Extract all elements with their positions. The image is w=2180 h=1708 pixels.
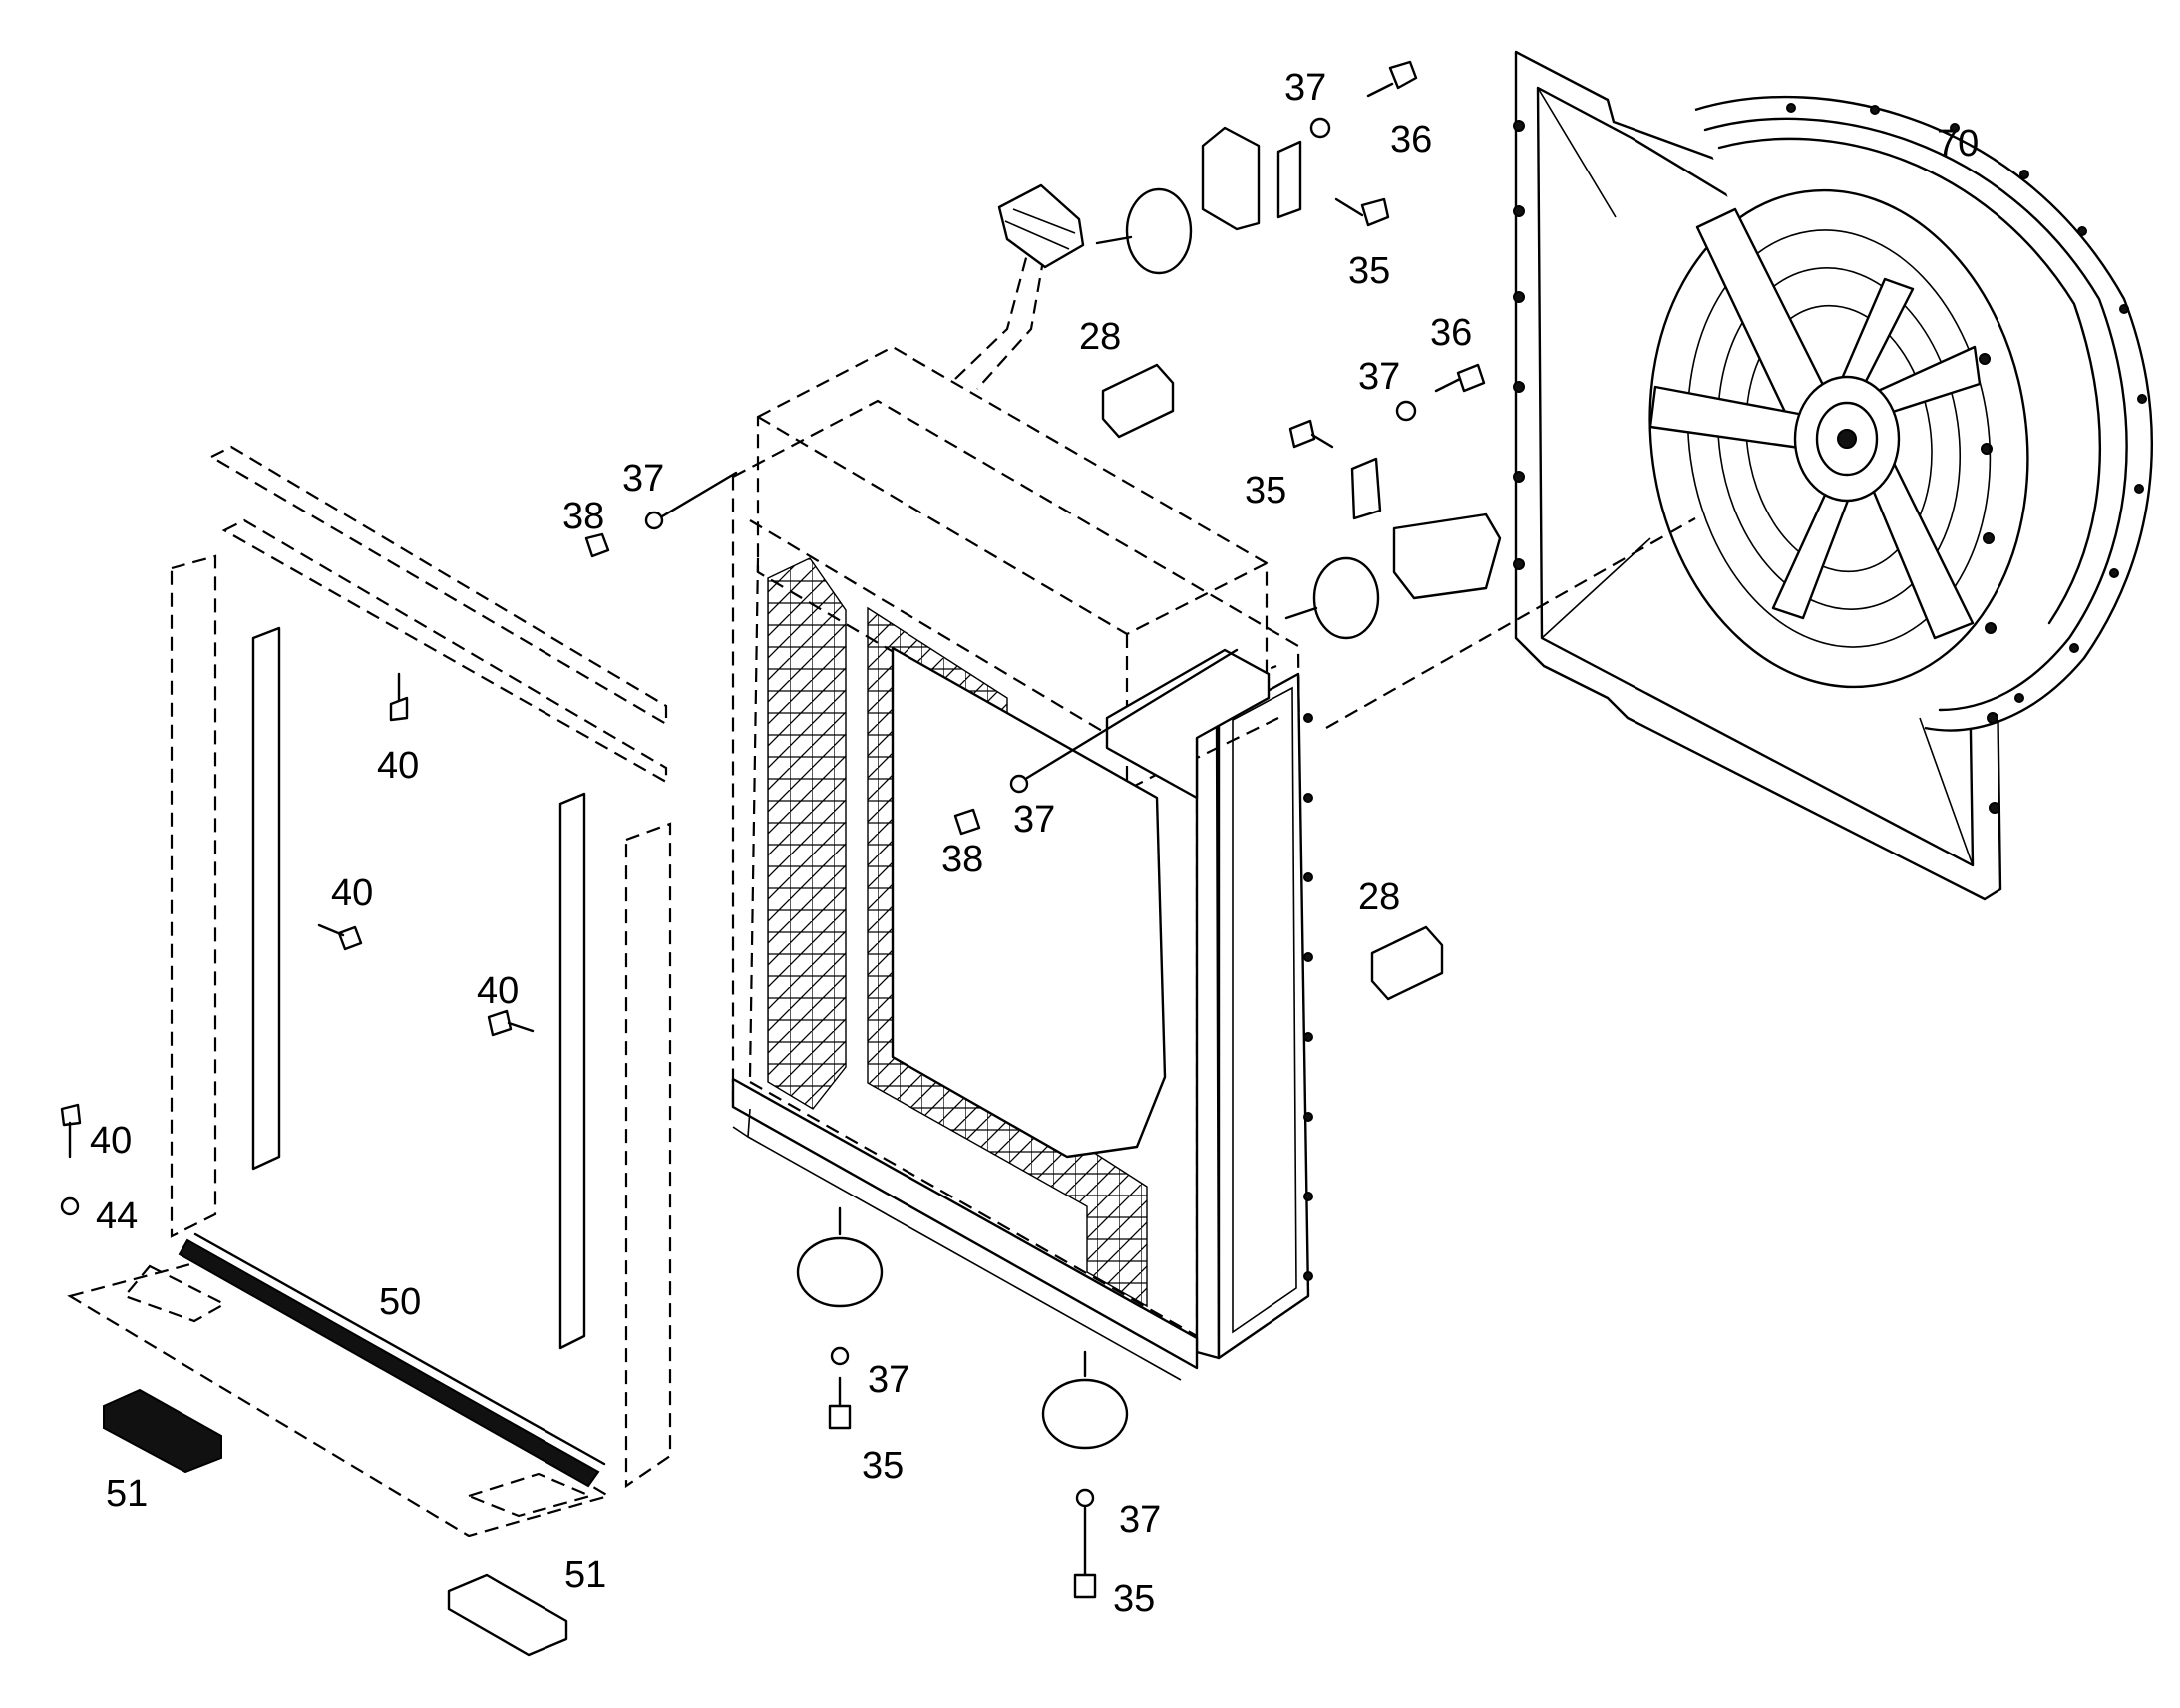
callout-40-b: 40 (331, 872, 373, 914)
callout-36-top: 36 (1390, 119, 1432, 161)
fan-assembly (1513, 50, 2153, 901)
callout-37-foot2: 37 (1119, 1499, 1161, 1540)
callout-37-mid: 37 (1358, 356, 1400, 398)
callout-51-a: 51 (106, 1473, 148, 1515)
callout-35-mid: 35 (1245, 470, 1286, 512)
leader-lines (1196, 517, 1696, 759)
callout-35-top: 35 (1348, 250, 1390, 292)
callout-28-side: 28 (1358, 876, 1400, 918)
callout-40-c: 40 (477, 970, 519, 1012)
callout-70: 70 (1937, 123, 1979, 165)
callout-37-foot1: 37 (868, 1359, 909, 1401)
callout-50: 50 (379, 1281, 421, 1323)
callout-37-center: 37 (1013, 799, 1055, 841)
callout-37-left: 37 (622, 458, 664, 500)
callout-44: 44 (96, 1196, 138, 1237)
callout-37-top: 37 (1284, 67, 1326, 109)
callout-28-top: 28 (1079, 316, 1121, 358)
callout-38-center: 38 (941, 839, 983, 880)
radiator-core (731, 183, 1313, 1381)
callout-40-a: 40 (377, 745, 419, 787)
shroud-panels (67, 445, 672, 1537)
callout-38-left: 38 (562, 496, 604, 537)
callout-51-b: 51 (564, 1554, 606, 1596)
fasteners (60, 60, 1502, 1657)
fan-blades (1648, 207, 1982, 640)
callout-35-foot1: 35 (862, 1445, 904, 1487)
callout-36-mid: 36 (1430, 312, 1472, 354)
ring-bolts-icon (1513, 103, 2147, 814)
callout-labels: 37 36 70 35 28 36 37 35 37 38 40 40 40 4… (90, 67, 1979, 1620)
callout-35-foot2: 35 (1113, 1578, 1155, 1620)
callout-40-d: 40 (90, 1120, 132, 1162)
